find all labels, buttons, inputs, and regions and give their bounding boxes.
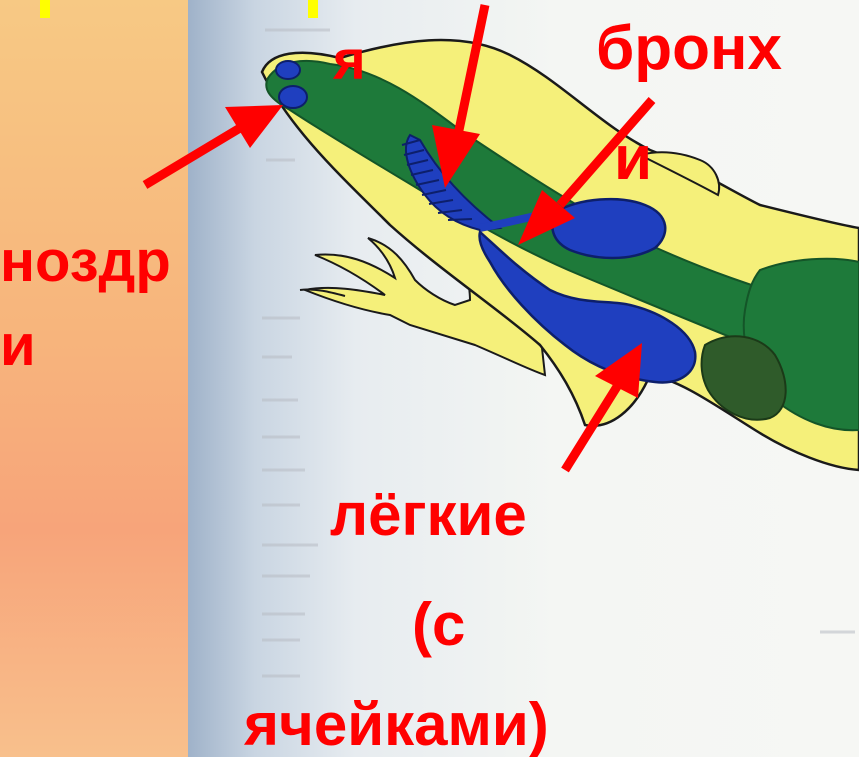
trachea-label-fragment: я: [333, 32, 366, 88]
bronchi-label-line2: и: [614, 128, 652, 190]
bronchi-label-line1: бронх: [596, 18, 782, 80]
lungs-label-line2: (с: [412, 595, 465, 655]
lungs-label-line3: ячейками): [244, 695, 549, 755]
nostrils-label-line1: ноздр: [0, 233, 171, 291]
arrow-nostrils: [145, 105, 283, 185]
lungs-label-line1: лёгкие: [330, 485, 527, 545]
yellow-marks: [40, 0, 318, 18]
nostrils-label-line2: и: [0, 317, 36, 375]
